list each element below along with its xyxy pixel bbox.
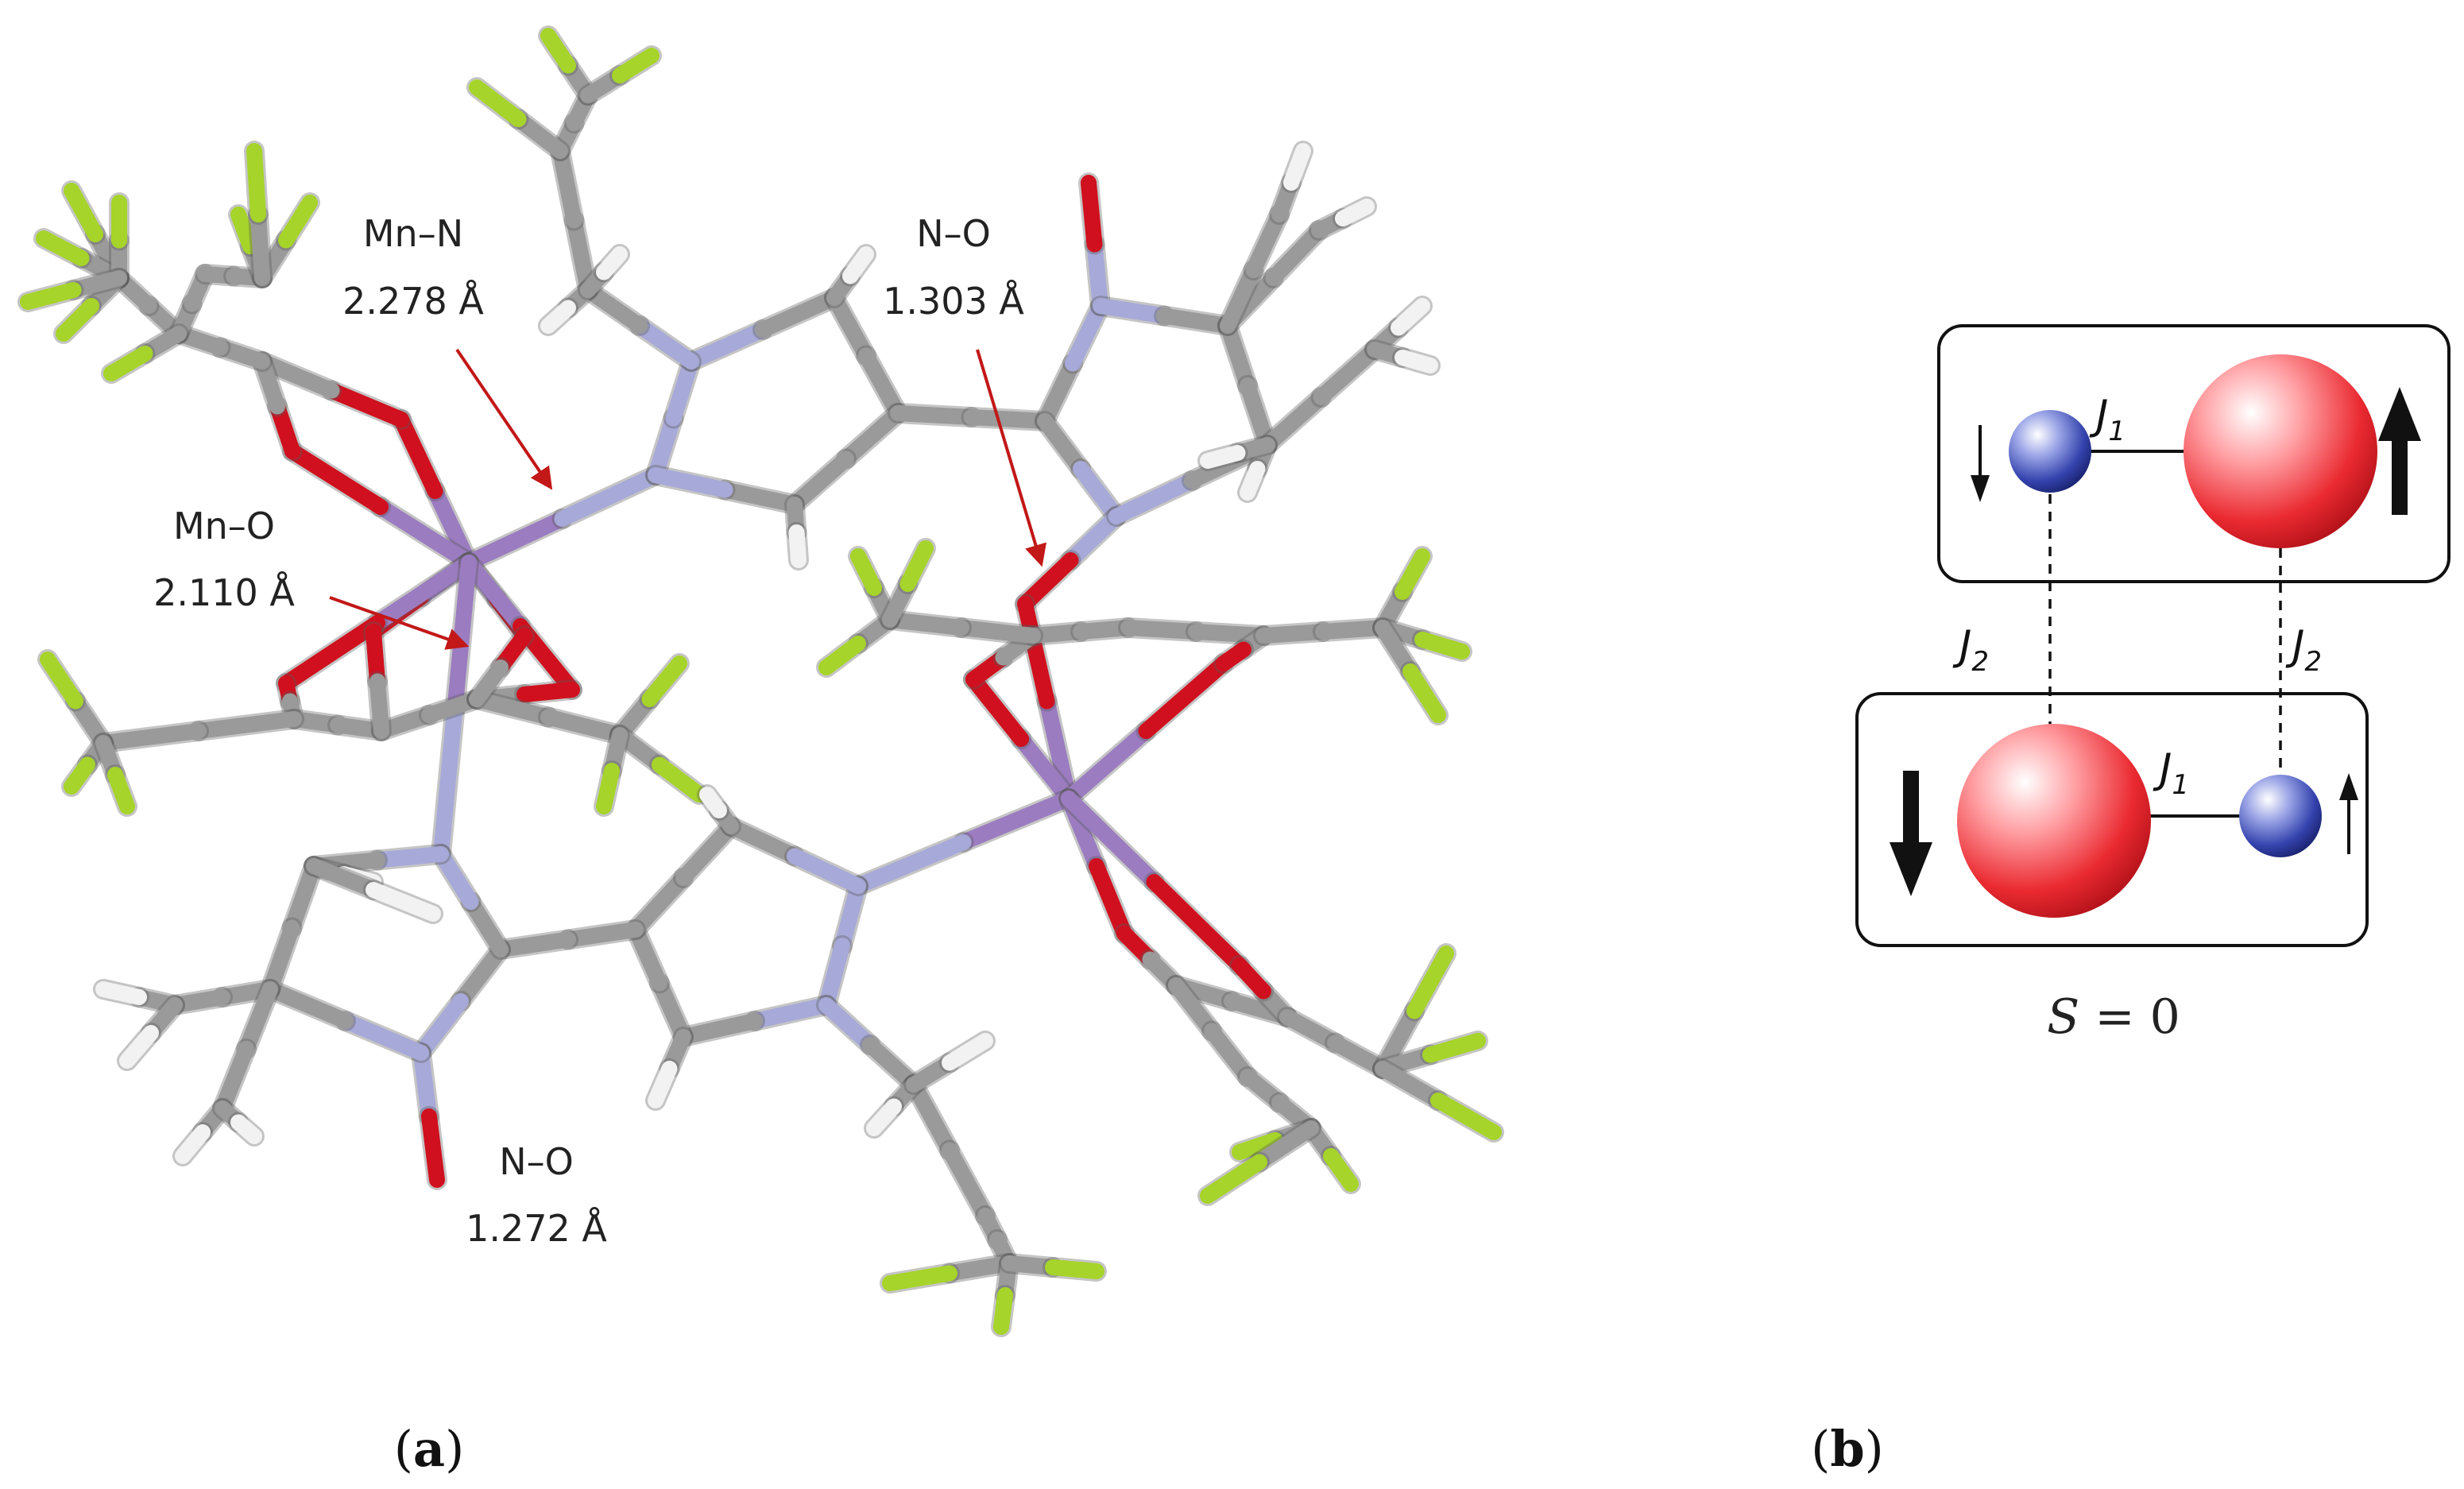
spin-arrow-up-small-icon — [2339, 773, 2358, 854]
j2-left-label: J2 — [1952, 622, 1989, 678]
spin-arrow-down-large-icon — [1890, 771, 1932, 896]
spin-state-label: S = 0 — [2047, 989, 2180, 1045]
lower-dimer-box — [1855, 692, 2369, 947]
metal-sphere-upper — [2009, 410, 2091, 493]
label-mn-n-name: Mn–N — [363, 212, 463, 255]
radical-sphere-lower — [1957, 724, 2151, 918]
radical-sphere-upper — [2184, 354, 2377, 548]
label-mn-o-name: Mn–O — [173, 505, 275, 547]
label-n-o-upper-name: N–O — [916, 212, 991, 255]
label-mn-n-value: 2.278 Å — [342, 280, 484, 323]
label-n-o-lower-name: N–O — [499, 1140, 574, 1183]
molecular-structure — [17, 25, 1504, 1337]
metal-sphere-lower — [2239, 775, 2322, 857]
upper-dimer-box — [1937, 324, 2450, 583]
arrow-n-o-upper — [976, 349, 1047, 567]
j2-right-label: J2 — [2285, 622, 2322, 678]
j1-lower-label: J1 — [2153, 745, 2189, 801]
panel-a-caption: (a) — [394, 1420, 465, 1478]
arrow-mn-n — [455, 348, 553, 490]
j1-upper-label: J1 — [2089, 392, 2126, 447]
arrow-mn-o — [329, 596, 470, 650]
spin-arrow-down-small-icon — [1971, 425, 1990, 502]
label-mn-o-value: 2.110 Å — [153, 571, 295, 614]
bond-labels: Mn–N 2.278 Å N–O 1.303 Å Mn–O 2.110 Å N–… — [153, 212, 1024, 1250]
spin-arrow-up-large-icon — [2378, 387, 2421, 515]
label-n-o-lower-value: 1.272 Å — [466, 1207, 607, 1250]
panel-b-caption: (b) — [1811, 1420, 1884, 1478]
spin-coupling-scheme: J1 J2 J2 J1 S = 0 — [1855, 324, 2450, 1045]
label-n-o-upper-value: 1.303 Å — [883, 280, 1024, 323]
bond-pointer-arrows — [329, 348, 1047, 650]
